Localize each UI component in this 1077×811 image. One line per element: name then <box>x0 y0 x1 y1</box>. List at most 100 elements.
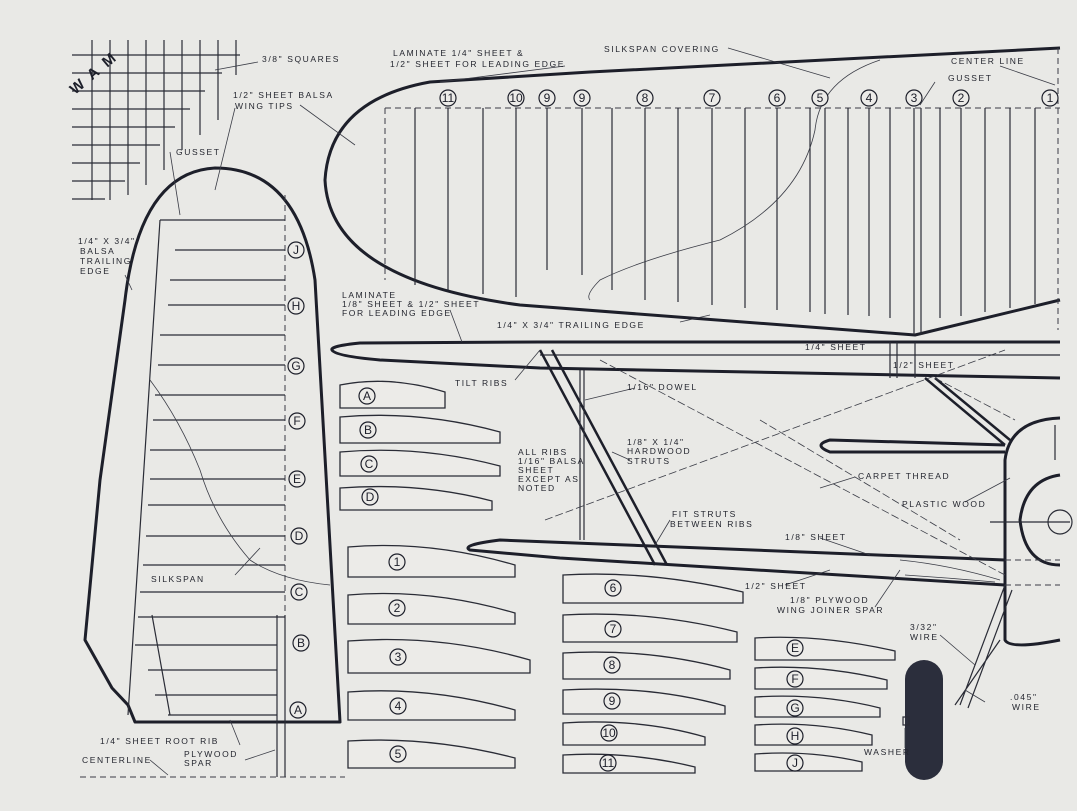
template-7: 7 <box>604 620 622 638</box>
wing-rib-1: 1 <box>1041 89 1059 107</box>
tail-rib-f: F <box>288 412 306 430</box>
svg-text:2: 2 <box>394 601 401 615</box>
template-1: 1 <box>388 553 406 571</box>
svg-text:8: 8 <box>609 658 616 672</box>
svg-text:1: 1 <box>1047 91 1054 105</box>
svg-text:11: 11 <box>442 91 455 105</box>
tail-rib-c: C <box>290 583 308 601</box>
front-view-assembly <box>330 340 1073 780</box>
upper-wing-plan <box>323 46 1061 337</box>
label-laminate-mid-3: FOR LEADING EDGE <box>342 308 452 318</box>
label-root-rib: 1/4" SHEET ROOT RIB <box>100 736 219 746</box>
svg-text:J: J <box>293 243 299 257</box>
tail-rib-j: J <box>287 241 305 259</box>
template-8: 8 <box>603 656 621 674</box>
svg-text:C: C <box>295 585 304 599</box>
label-center-line: CENTER LINE <box>951 56 1025 66</box>
label-wing-joiner: 1/8" PLYWOOD <box>790 595 869 605</box>
label-wing-tips: 1/2" SHEET BALSA <box>233 90 334 100</box>
label-half-sheet-low: 1/2" SHEET <box>745 581 807 591</box>
tail-rib-b: B <box>292 634 310 652</box>
svg-text:F: F <box>293 414 300 428</box>
svg-text:5: 5 <box>817 91 824 105</box>
svg-text:6: 6 <box>610 581 617 595</box>
svg-text:J: J <box>792 756 798 770</box>
label-laminate-top: LAMINATE 1/4" SHEET & <box>393 48 524 58</box>
template-f: F <box>786 670 804 688</box>
label-tail-te-3: TRAILING <box>80 256 132 266</box>
landing-wheel <box>905 660 943 780</box>
wing-rib-3: 3 <box>905 89 923 107</box>
tail-rib-h: H <box>287 297 305 315</box>
tail-rib-labels: J H G F E D C B A <box>287 241 310 719</box>
label-tail-te: 1/4" X 3/4" <box>78 236 136 246</box>
svg-text:11: 11 <box>602 756 615 770</box>
label-laminate-mid: LAMINATE <box>342 290 397 300</box>
svg-text:1: 1 <box>394 555 401 569</box>
template-2: 2 <box>388 599 406 617</box>
svg-text:A: A <box>294 703 302 717</box>
wing-rib-8: 8 <box>636 89 654 107</box>
wing-rib-9b: 9 <box>573 89 591 107</box>
label-wing-joiner-2: WING JOINER SPAR <box>777 605 884 615</box>
template-10: 10 <box>600 724 618 742</box>
label-all-ribs-5: NOTED <box>518 483 556 493</box>
tail-rib-d: D <box>290 527 308 545</box>
label-all-ribs-2: 1/16" BALSA <box>518 456 585 466</box>
label-carpet-thread: CARPET THREAD <box>858 471 950 481</box>
template-5: 5 <box>389 745 407 763</box>
wing-rib-10: 10 <box>507 89 525 107</box>
svg-text:9: 9 <box>579 91 586 105</box>
svg-text:B: B <box>364 423 372 437</box>
scale-grid <box>72 40 240 200</box>
template-j: J <box>786 754 804 772</box>
tail-stabilizer <box>80 166 345 778</box>
svg-text:3: 3 <box>911 91 918 105</box>
label-silkspan-covering: SILKSPAN COVERING <box>604 44 720 54</box>
tail-rib-g: G <box>287 357 305 375</box>
wing-rib-7: 7 <box>703 89 721 107</box>
template-9: 9 <box>603 692 621 710</box>
label-laminate-top-2: 1/2" SHEET FOR LEADING EDGE <box>390 59 565 69</box>
label-laminate-mid-2: 1/8" SHEET & 1/2" SHEET <box>342 299 480 309</box>
wing-rib-9a: 9 <box>538 89 556 107</box>
svg-text:7: 7 <box>709 91 716 105</box>
label-wire-045-2: WIRE <box>1012 702 1041 712</box>
tail-rib-a: A <box>289 701 307 719</box>
label-silkspan: SILKSPAN <box>151 574 205 584</box>
label-struts: 1/8" X 1/4" <box>627 437 685 447</box>
template-b: B <box>359 421 377 439</box>
rib-templates <box>339 380 896 774</box>
svg-text:G: G <box>790 701 799 715</box>
svg-text:6: 6 <box>774 91 781 105</box>
label-gusset-tail: GUSSET <box>176 147 221 157</box>
label-wing-te: 1/4" X 3/4" TRAILING EDGE <box>497 320 645 330</box>
svg-text:F: F <box>791 672 798 686</box>
template-3: 3 <box>389 648 407 666</box>
label-wing-tips-2: WING TIPS <box>235 101 294 111</box>
wing-rib-6: 6 <box>768 89 786 107</box>
label-all-ribs: ALL RIBS <box>518 447 568 457</box>
svg-text:B: B <box>297 636 305 650</box>
label-struts-3: STRUTS <box>627 456 671 466</box>
template-e: E <box>786 639 804 657</box>
template-11: 11 <box>599 754 617 772</box>
wing-rib-4: 4 <box>860 89 878 107</box>
wing-rib-5: 5 <box>811 89 829 107</box>
label-plastic-wood: PLASTIC WOOD <box>902 499 986 509</box>
rib-template-labels: A B C D 1 2 3 4 5 6 7 8 9 10 11 E F G H … <box>358 387 804 772</box>
svg-text:A: A <box>363 389 371 403</box>
svg-text:10: 10 <box>602 726 616 740</box>
label-tail-te-4: EDGE <box>80 266 111 276</box>
svg-text:G: G <box>291 359 300 373</box>
svg-text:10: 10 <box>509 91 523 105</box>
label-half-sheet-top: 1/2" SHEET <box>893 360 955 370</box>
svg-text:E: E <box>293 472 301 486</box>
template-g: G <box>786 699 804 717</box>
template-d: D <box>361 488 379 506</box>
label-tail-te-2: BALSA <box>80 246 115 256</box>
wing-rib-2: 2 <box>952 89 970 107</box>
svg-text:4: 4 <box>866 91 873 105</box>
